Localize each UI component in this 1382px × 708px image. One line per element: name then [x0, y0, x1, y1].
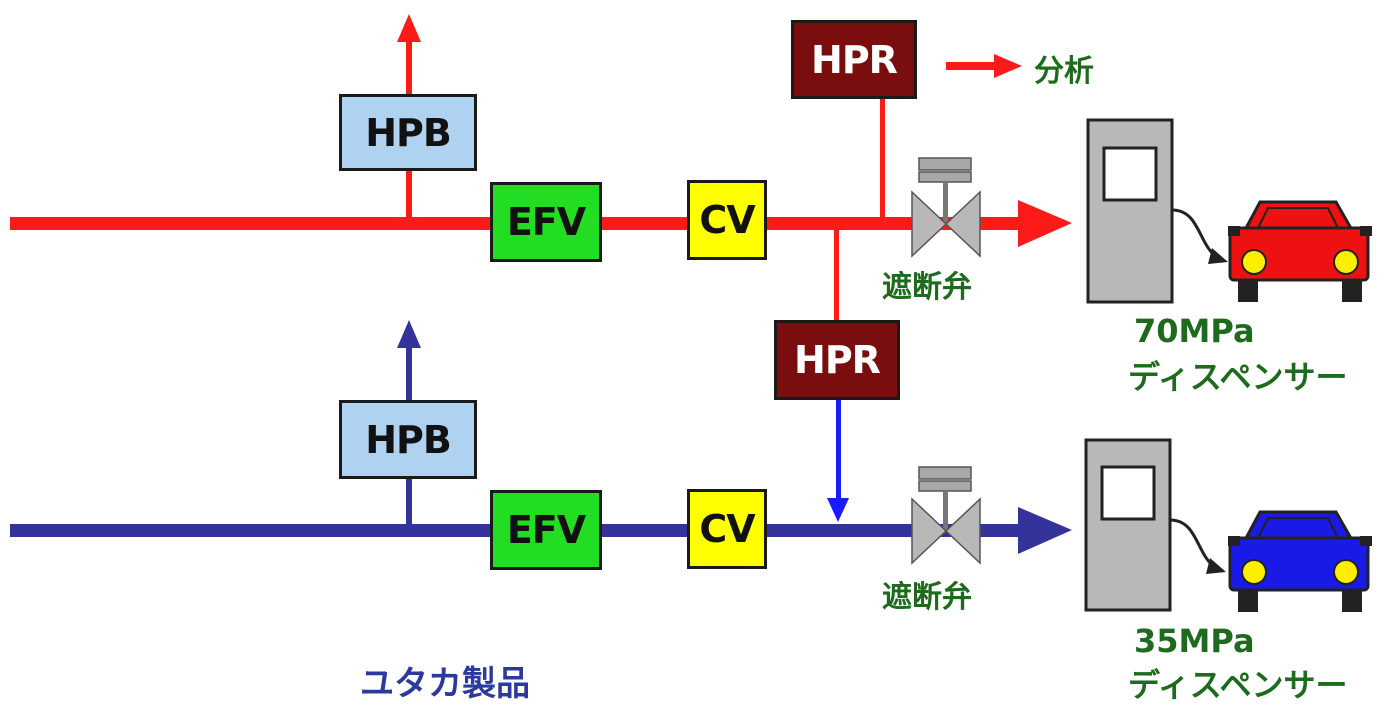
dispenser-70-icon — [1086, 118, 1228, 304]
dispenser-35-name: ディスペンサー — [1128, 666, 1348, 704]
hpr-bottom-box: HPR — [774, 320, 900, 400]
car-35-icon — [1228, 510, 1372, 612]
efv-bottom-box: EFV — [490, 490, 602, 570]
shutoff-valve-bottom-icon — [911, 466, 981, 565]
hpr-outlet-line — [836, 400, 841, 500]
hpb-bottom-box: HPB — [339, 400, 477, 479]
hpr-top-box: HPR — [791, 20, 917, 99]
shutoff-valve-top-icon — [911, 157, 981, 258]
hpb-bottom-vent-line — [406, 346, 412, 402]
cv-bottom-box: CV — [687, 489, 767, 569]
hpb-bottom-riser — [406, 478, 412, 526]
dispenser-35-pressure: 35MPa — [1134, 622, 1255, 660]
hpb-top-box: HPB — [339, 94, 477, 171]
hpr-cross-connector — [834, 228, 839, 322]
hpb-top-riser — [406, 170, 412, 218]
maker-label: ユタカ製品 — [360, 664, 530, 704]
dispenser-70-pressure: 70MPa — [1134, 312, 1255, 350]
car-70-icon — [1228, 200, 1372, 302]
hpr-top-connector — [880, 98, 885, 218]
efv-top-box: EFV — [490, 182, 602, 262]
shutoff-valve-top-label: 遮断弁 — [882, 270, 972, 305]
analysis-label: 分析 — [1034, 54, 1094, 89]
analysis-arrow-head — [994, 54, 1022, 78]
high-pressure-flow-arrow — [1018, 200, 1072, 247]
shutoff-valve-bottom-label: 遮断弁 — [882, 580, 972, 615]
hpb-top-vent-arrow — [397, 14, 421, 42]
hpb-top-vent-line — [406, 40, 412, 94]
dispenser-70-name: ディスペンサー — [1128, 358, 1348, 396]
analysis-arrow-line — [946, 62, 996, 70]
hpb-bottom-vent-arrow — [397, 320, 421, 348]
low-pressure-flow-arrow — [1018, 507, 1072, 554]
dispenser-35-icon — [1084, 438, 1226, 612]
cv-top-box: CV — [687, 180, 767, 260]
hpr-outlet-arrow — [827, 498, 849, 522]
